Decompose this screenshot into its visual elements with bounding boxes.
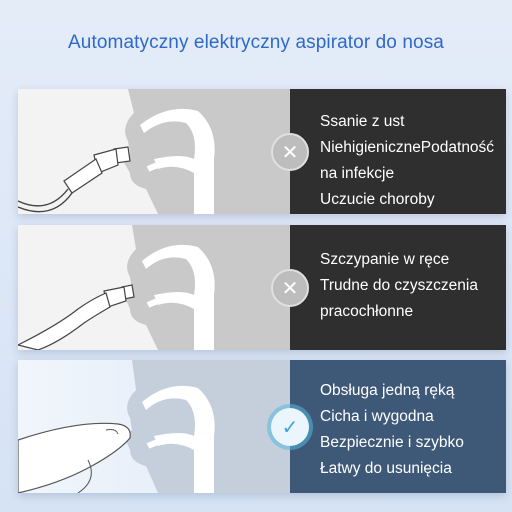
electric-aspirator-illustration [18, 360, 290, 493]
drawbacks-panel: Ssanie z ust NiehigienicznePodatność na … [290, 89, 506, 214]
comparison-card-electric-aspirator: Obsługa jedną ręką Cicha i wygodna Bezpi… [18, 360, 506, 493]
benefits-panel: Obsługa jedną ręką Cicha i wygodna Bezpi… [290, 360, 506, 493]
check-icon: ✓ [271, 408, 309, 446]
feature-text: Ssanie z ust [320, 113, 405, 130]
mouth-suction-illustration [18, 89, 290, 214]
feature-text: Obsługa jedną ręką [320, 382, 455, 399]
page-title: Automatyczny elektryczny aspirator do no… [68, 32, 444, 53]
illustration-panel [18, 360, 290, 493]
feature-text: pracochłonne [320, 303, 414, 320]
bulb-syringe-illustration [18, 225, 290, 350]
feature-text: NiehigienicznePodatność na infekcje [320, 139, 495, 182]
feature-text: Bezpiecznie i szybko [320, 434, 464, 451]
feature-text: Łatwy do usunięcia [320, 460, 452, 477]
feature-text: Trudne do czyszczenia [320, 277, 478, 294]
feature-text: Szczypanie w ręce [320, 251, 450, 268]
feature-text: Cicha i wygodna [320, 408, 434, 425]
feature-text: Uczucie choroby [320, 191, 435, 208]
close-icon: ✕ [271, 133, 309, 171]
comparison-card-mouth-suction: Ssanie z ust NiehigienicznePodatność na … [18, 89, 506, 214]
illustration-panel [18, 225, 290, 350]
close-icon: ✕ [271, 269, 309, 307]
drawbacks-panel: Szczypanie w ręce Trudne do czyszczenia … [290, 225, 506, 350]
comparison-card-bulb-syringe: Szczypanie w ręce Trudne do czyszczenia … [18, 225, 506, 350]
illustration-panel [18, 89, 290, 214]
